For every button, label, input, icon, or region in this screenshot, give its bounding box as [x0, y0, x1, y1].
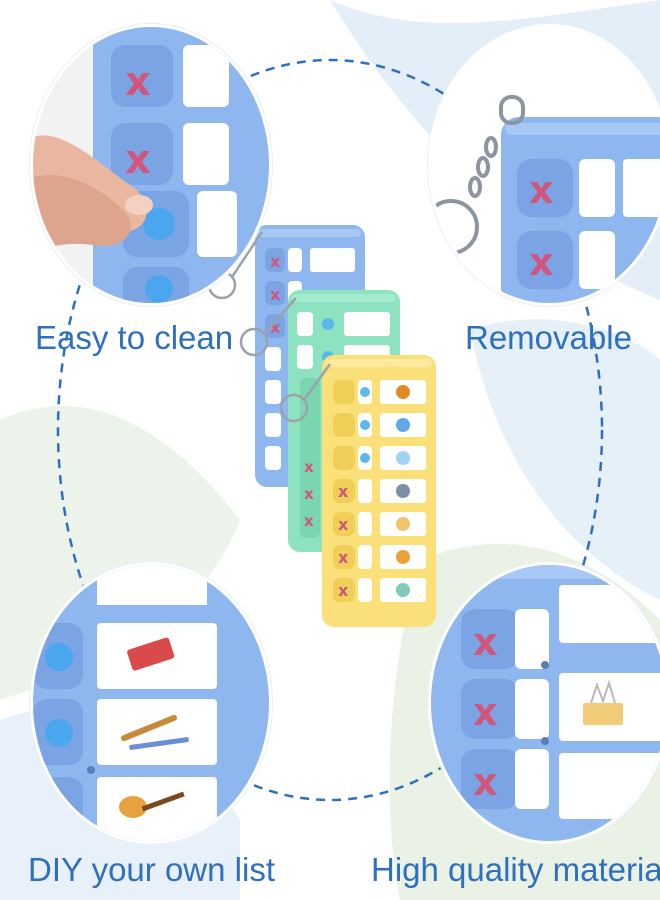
tissue-box-icon: [583, 679, 623, 725]
detail-removable: x x: [428, 24, 660, 306]
keyring-icon: [207, 231, 332, 423]
svg-text:x: x: [338, 548, 349, 567]
svg-text:x: x: [473, 760, 498, 804]
label-high-quality: High quality materials: [371, 851, 660, 888]
svg-text:x: x: [304, 485, 314, 503]
detail-clean: x x: [30, 24, 272, 306]
label-easy-to-clean: Easy to clean: [35, 319, 234, 356]
svg-text:x: x: [338, 581, 349, 600]
book-icon: [127, 637, 175, 671]
guitar-icon: [119, 791, 185, 818]
svg-text:x: x: [304, 458, 314, 476]
svg-text:x: x: [529, 240, 554, 284]
svg-text:x: x: [270, 252, 281, 271]
dashed-ring: [56, 58, 604, 802]
svg-text:x: x: [125, 137, 151, 183]
svg-text:x: x: [125, 59, 151, 105]
detail-diy: [30, 562, 272, 844]
label-diy-list: DIY your own list: [28, 851, 275, 888]
svg-text:x: x: [304, 512, 314, 530]
svg-text:x: x: [270, 285, 281, 304]
svg-text:x: x: [473, 620, 498, 664]
label-removable: Removable: [465, 319, 632, 356]
svg-text:x: x: [338, 482, 349, 501]
svg-text:x: x: [473, 690, 498, 734]
svg-text:x: x: [529, 168, 554, 212]
svg-text:x: x: [270, 318, 281, 337]
pen-icon: [120, 714, 189, 750]
detail-quality: x x x: [428, 562, 660, 844]
svg-text:x: x: [338, 515, 349, 534]
